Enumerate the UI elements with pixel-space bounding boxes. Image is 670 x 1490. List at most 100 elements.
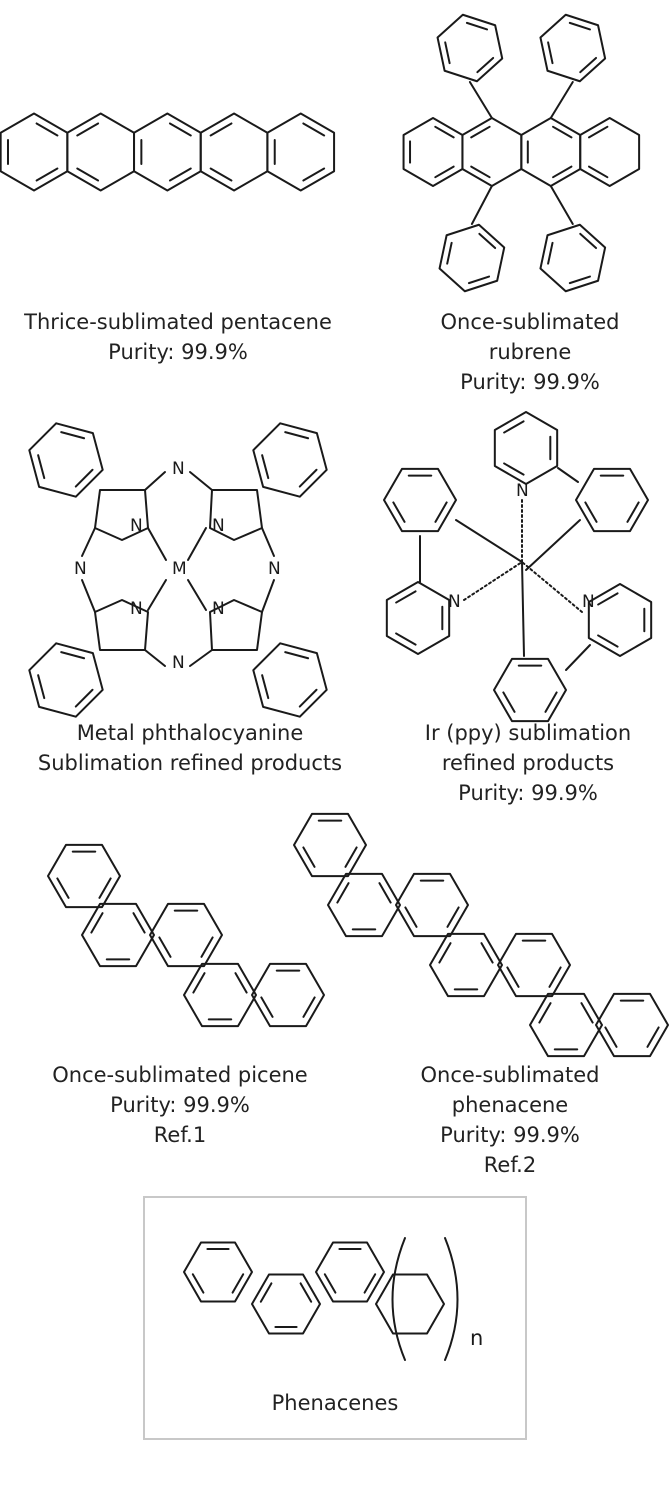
benzo-ring xyxy=(28,642,104,718)
double-bond xyxy=(646,1026,660,1048)
double-bond xyxy=(168,122,192,137)
atom-label-n-inner-tr: N xyxy=(212,516,225,536)
double-bond xyxy=(261,454,270,480)
bond xyxy=(261,527,275,557)
bond xyxy=(525,519,581,571)
picene-ring xyxy=(81,902,155,968)
bond xyxy=(470,185,493,225)
atom-label-n-ir-left: N xyxy=(448,592,461,612)
double-bond xyxy=(168,167,192,182)
caption-line: Sublimation refined products xyxy=(37,751,343,775)
double-bond xyxy=(395,632,417,646)
double-bond xyxy=(35,167,59,182)
double-bond xyxy=(446,906,460,928)
bond xyxy=(189,649,213,667)
pyridine-ring xyxy=(493,411,559,485)
caption-line: Purity: 99.9% xyxy=(460,370,600,394)
bond xyxy=(557,467,579,483)
double-bond xyxy=(544,691,558,713)
phenyl-ring xyxy=(539,223,607,293)
caption-line: refined products xyxy=(441,751,615,775)
bond xyxy=(565,644,591,671)
double-bond xyxy=(480,942,494,964)
double-bond xyxy=(568,275,591,285)
double-bond xyxy=(299,1282,313,1303)
double-bond xyxy=(438,942,452,964)
phenacenes-box xyxy=(143,1196,527,1440)
bond xyxy=(521,561,583,613)
double-bond xyxy=(478,232,497,250)
bond xyxy=(144,649,166,667)
double-bond xyxy=(597,592,619,606)
double-bond xyxy=(60,651,86,660)
caption-phenacenes: Phenacenes xyxy=(143,1388,527,1418)
double-bond xyxy=(579,56,598,74)
phenacene-ring xyxy=(529,992,603,1058)
repeat-subscript-n: n xyxy=(470,1326,483,1350)
caption-line: Ref.2 xyxy=(483,1153,537,1177)
caption-irppy: Ir (ppy) sublimation refined products Pu… xyxy=(400,718,656,808)
double-bond xyxy=(98,877,112,899)
caption-line: Purity: 99.9% xyxy=(108,340,248,364)
caption-line: Once-sublimated xyxy=(440,310,620,334)
double-bond xyxy=(434,125,455,139)
double-bond xyxy=(284,651,310,660)
phenacene-ring xyxy=(327,872,401,938)
picene-ring xyxy=(47,843,121,909)
bond xyxy=(187,527,207,561)
caption-line: Ir (ppy) sublimation xyxy=(424,721,632,745)
double-bond xyxy=(444,41,451,65)
double-bond xyxy=(470,165,491,179)
bond xyxy=(549,81,574,119)
bond xyxy=(463,561,523,601)
pentacene-ring xyxy=(266,112,336,192)
double-bond xyxy=(434,501,448,523)
caption-line: Metal phthalocyanine xyxy=(76,721,304,745)
repeat-bracket-left xyxy=(391,1237,406,1361)
double-bond xyxy=(74,468,94,488)
double-bond xyxy=(626,501,640,523)
double-bond xyxy=(191,1273,205,1294)
atom-label-n-inner-tl: N xyxy=(130,516,143,536)
phenacene-unit-ring xyxy=(251,1273,321,1335)
double-bond xyxy=(302,846,316,868)
atom-label-n-top: N xyxy=(172,459,185,479)
atom-label-n-ir-top: N xyxy=(516,481,529,501)
double-bond xyxy=(579,232,598,250)
double-bond xyxy=(302,122,326,137)
double-bond xyxy=(503,462,525,476)
phenyl-ring xyxy=(438,223,506,293)
double-bond xyxy=(158,936,172,958)
double-bond xyxy=(503,420,525,434)
benzo-ring xyxy=(252,422,328,498)
phenacene-unit-ring xyxy=(183,1241,253,1303)
caption-line: Thrice-sublimated pentacene xyxy=(24,310,332,334)
double-bond xyxy=(261,674,270,700)
double-bond xyxy=(434,165,455,179)
phenyl-ring xyxy=(575,467,649,533)
bond xyxy=(189,471,213,491)
caption-line: Once-sublimated xyxy=(420,1063,600,1087)
double-bond xyxy=(35,122,59,137)
phenacene-ring xyxy=(395,872,469,938)
pyrrole-ring xyxy=(94,599,149,651)
bond xyxy=(144,471,166,491)
bond xyxy=(455,519,523,563)
double-bond xyxy=(76,167,100,182)
atom-label-n-inner-br: N xyxy=(212,599,225,619)
atom-label-n-left: N xyxy=(74,559,87,579)
phenacene-ring xyxy=(595,992,669,1058)
caption-line: Purity: 99.9% xyxy=(110,1093,250,1117)
double-bond xyxy=(538,1002,552,1024)
double-bond xyxy=(302,996,316,1018)
double-bond xyxy=(323,1273,337,1294)
pyrrole-ring xyxy=(209,599,263,651)
double-bond xyxy=(76,122,100,137)
caption-line: Purity: 99.9% xyxy=(458,781,598,805)
bond xyxy=(521,561,525,657)
caption-phthalocyanine: Metal phthalocyanine Sublimation refined… xyxy=(0,718,380,778)
